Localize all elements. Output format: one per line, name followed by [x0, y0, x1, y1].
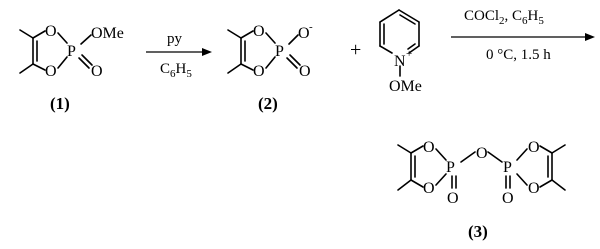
compound-2: O O P O - O (2) [227, 21, 313, 113]
exo-oxygen: O [91, 63, 103, 80]
reagents-above-arrow-2: COCl2, C6H5 [464, 8, 544, 27]
exo-oxygen: O [299, 63, 311, 80]
exo-oxygen: O [502, 190, 514, 207]
exo-oxygen: O [447, 190, 459, 207]
phosphorus-atom: P [503, 159, 512, 176]
phosphorus-atom: P [275, 43, 284, 60]
ring-oxygen: O [253, 23, 265, 40]
methoxy-group: OMe [389, 78, 422, 95]
compound-3: O O P O O P O O O (3) [397, 139, 566, 241]
negative-charge: - [309, 21, 313, 33]
ring-oxygen: O [423, 139, 435, 156]
conditions-below-arrow-2: 0 °C, 1.5 h [486, 47, 551, 63]
compound-1: O O P OMe O (1) [19, 23, 124, 113]
compound-label-3: (3) [468, 222, 488, 241]
methoxy-group: OMe [91, 25, 124, 42]
phosphorus-atom: P [67, 43, 76, 60]
reaction-arrow-2: COCl2, C6H5 0 °C, 1.5 h [451, 8, 595, 63]
ring-oxygen: O [423, 180, 435, 197]
ring-oxygen: O [528, 139, 540, 156]
positive-charge: + [406, 48, 412, 60]
phosphorus-atom: P [446, 159, 455, 176]
reagent-above-arrow-1: py [167, 31, 183, 47]
anionic-oxygen: O [298, 25, 310, 42]
ring-oxygen: O [45, 63, 57, 80]
ring-oxygen: O [253, 63, 265, 80]
methoxypyridinium: N + OMe [379, 9, 422, 95]
plus-sign: + [350, 39, 361, 61]
compound-label-2: (2) [258, 94, 278, 113]
compound-label-1: (1) [50, 94, 70, 113]
bridging-oxygen: O [476, 145, 488, 162]
nitrogen-atom: N [394, 53, 406, 70]
ring-oxygen: O [528, 180, 540, 197]
solvent-below-arrow-1: C6H5 [160, 61, 192, 80]
ring-oxygen: O [45, 23, 57, 40]
reaction-arrow-1: py C6H5 [146, 31, 212, 80]
